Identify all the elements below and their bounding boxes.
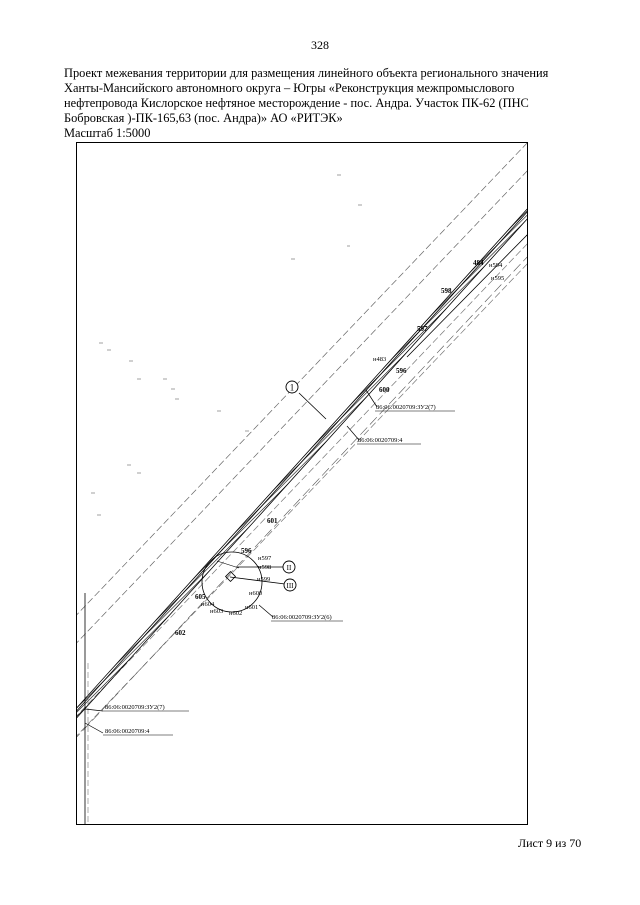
leader-line [258,604,274,618]
point-label: н598 [258,564,271,571]
leader-line [229,576,286,585]
point-label: н601 [245,604,258,611]
point-label: 484 [473,259,484,267]
point-label: н595 [491,275,504,282]
title-line: Ханты-Мансийского автономного округа – Ю… [64,81,515,95]
point-label: 602 [175,629,186,637]
leader-line [84,722,104,734]
point-label: н594 [489,262,503,269]
page-number: 328 [311,38,329,52]
title-line: Бобровская )-ПК-165,63 (пос. Андра)» АО … [64,111,343,125]
terrain-marks [91,174,362,516]
parcel-label: 86:06:0020709:4 [105,728,150,735]
parcel-label: 86:06:0020709:ЗУ2(6) [272,614,332,621]
parcel-label: 86:06:0020709:ЗУ2(7) [105,704,165,711]
parcel-marker [224,570,237,583]
callout-label: 1 [290,383,295,393]
corridor-boundary-line [77,263,527,737]
point-label: 605 [195,593,206,601]
callout-label: II [287,564,292,572]
corridor-boundary-line [77,170,527,644]
point-label: 601 [267,517,278,525]
point-label: 596 [396,367,407,375]
point-label: н604 [201,601,215,608]
survey-map-frame: 1 II III 484 598 597 596 600 6 [76,142,528,825]
point-label: 600 [379,386,390,394]
parcel-label: 86:06:0020709:ЗУ2(7) [376,404,436,411]
leader-line [365,389,378,408]
point-label: н600 [249,590,262,597]
point-label: н599 [257,576,270,583]
point-label: 596 [241,547,252,555]
point-label: 597 [417,325,428,333]
point-label: 598 [441,287,452,295]
point-label: н483 [373,356,386,363]
point-label: н597 [258,555,272,562]
title-line: Проект межевания территории для размещен… [64,66,549,80]
callout-circle [285,380,299,394]
leader-line [84,708,104,712]
parcel-circle [201,551,263,613]
right-of-way-line [77,256,527,738]
leader-line [346,425,360,441]
corridor-boundary-line [77,243,527,717]
callout-circle [282,560,296,574]
pipeline-axis-line [77,211,527,712]
corridor-boundary-line [77,143,527,616]
sheet-number: Лист 9 из 70 [518,836,582,850]
point-label: н603 [210,608,223,615]
survey-map: 1 II III 484 598 597 596 600 6 [77,143,527,824]
scale-label: Масштаб 1:5000 [64,126,151,140]
document-title: Проект межевания территории для размещен… [64,66,584,141]
callout-label: III [287,582,295,590]
title-line: нефтепровода Кислорское нефтяное месторо… [64,96,529,110]
right-of-way-line [406,234,527,358]
callout-circle [283,578,297,592]
point-label: н602 [229,610,242,617]
leader-line [298,392,327,420]
boundary-line [216,560,240,569]
parcel-label: 86:06:0020709:4 [358,437,403,444]
